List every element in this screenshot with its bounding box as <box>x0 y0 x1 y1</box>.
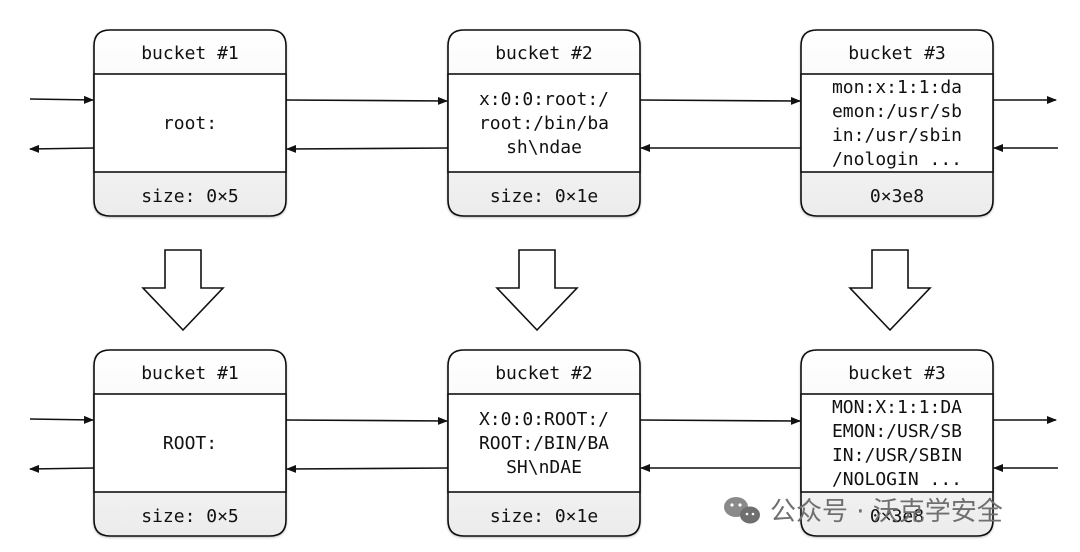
bucket-content-line: X:0:0:ROOT:/ <box>479 409 609 430</box>
bucket-content-line: root: <box>163 113 217 134</box>
bucket-header: bucket #3 <box>848 43 946 64</box>
watermark-text: 公众号 · 沃克学安全 <box>770 497 1003 527</box>
outgoing-prev-arrow <box>29 144 95 153</box>
transform-arrows <box>141 249 932 332</box>
next-arrow-2-3 <box>639 416 801 425</box>
bucket-content-area <box>93 73 287 173</box>
outgoing-prev-arrow <box>29 464 95 473</box>
bucket-footer: size: 0×1e <box>490 506 598 527</box>
bucket-header: bucket #3 <box>848 363 946 384</box>
watermark: 公众号 · 沃克学安全 <box>724 497 1003 527</box>
bucket-content-area <box>93 393 287 493</box>
bucket-content-line: mon:x:1:1:da <box>832 77 962 98</box>
next-arrow-2-3 <box>639 96 801 105</box>
bucket-footer: size: 0×5 <box>141 506 239 527</box>
bucket-content-line: EMON:/USR/SB <box>832 421 962 442</box>
bucket-footer: 0×3e8 <box>870 506 924 527</box>
prev-arrow-2-1 <box>286 464 449 473</box>
bucket-content-line: x:0:0:root:/ <box>479 89 609 110</box>
bucket-content-line: IN:/USR/SBIN <box>832 445 962 466</box>
bucket-content-area <box>447 393 641 493</box>
next-arrow-1-2 <box>285 416 448 425</box>
bucket-3: bucket #3 MON:X:1:1:DA EMON:/USR/SB IN:/USR… <box>800 349 994 537</box>
bucket-1: bucket #1 root: size: 0×5 <box>93 29 287 217</box>
bucket-header: bucket #1 <box>141 363 239 384</box>
row-original: bucket #1 root: size: 0×5 bucket #2 x:0:0:ro… <box>93 29 994 217</box>
bucket-content-line: sh\ndae <box>506 137 582 158</box>
wechat-icon <box>724 497 760 524</box>
incoming-next-arrow <box>29 95 94 104</box>
next-arrow-1-2 <box>285 96 448 105</box>
bucket-content-line: /nologin ... <box>832 149 962 170</box>
bucket-content-line: in:/usr/sbin <box>832 125 962 146</box>
bucket-content-area <box>447 73 641 173</box>
bucket-3: bucket #3 mon:x:1:1:da emon:/usr/sb in:/usr… <box>800 29 994 217</box>
bucket-2: bucket #2 X:0:0:ROOT:/ ROOT:/BIN/BA SH\nDAE… <box>447 349 641 537</box>
prev-arrow-2-1 <box>286 144 449 153</box>
bucket-content-area <box>800 393 994 493</box>
bucket-content-line: MON:X:1:1:DA <box>832 397 962 418</box>
bucket-footer: size: 0×1e <box>490 186 598 207</box>
bucket-content-line: ROOT:/BIN/BA <box>479 433 609 454</box>
bucket-content-line: SH\nDAE <box>506 457 582 478</box>
transform-arrow <box>141 249 225 332</box>
bucket-header: bucket #2 <box>495 363 593 384</box>
bucket-footer: size: 0×5 <box>141 186 239 207</box>
incoming-next-arrow <box>29 415 94 424</box>
bucket-content-area <box>800 73 994 173</box>
bucket-content-line: root:/bin/ba <box>479 113 609 134</box>
bucket-content-line: emon:/usr/sb <box>832 101 962 122</box>
bucket-content-line: ROOT: <box>163 433 217 454</box>
bucket-1: bucket #1 ROOT: size: 0×5 <box>93 349 287 537</box>
transform-arrow <box>495 249 579 332</box>
bucket-header: bucket #2 <box>495 43 593 64</box>
bucket-2: bucket #2 x:0:0:root:/ root:/bin/ba sh\ndae… <box>447 29 641 217</box>
links-layer <box>29 95 1058 473</box>
row-uppercased: bucket #1 ROOT: size: 0×5 bucket #2 X:0:0:RO… <box>93 349 994 537</box>
transform-arrow <box>848 249 932 332</box>
bucket-header: bucket #1 <box>141 43 239 64</box>
bucket-content-line: /NOLOGIN ... <box>832 469 962 490</box>
bucket-footer: 0×3e8 <box>870 186 924 207</box>
